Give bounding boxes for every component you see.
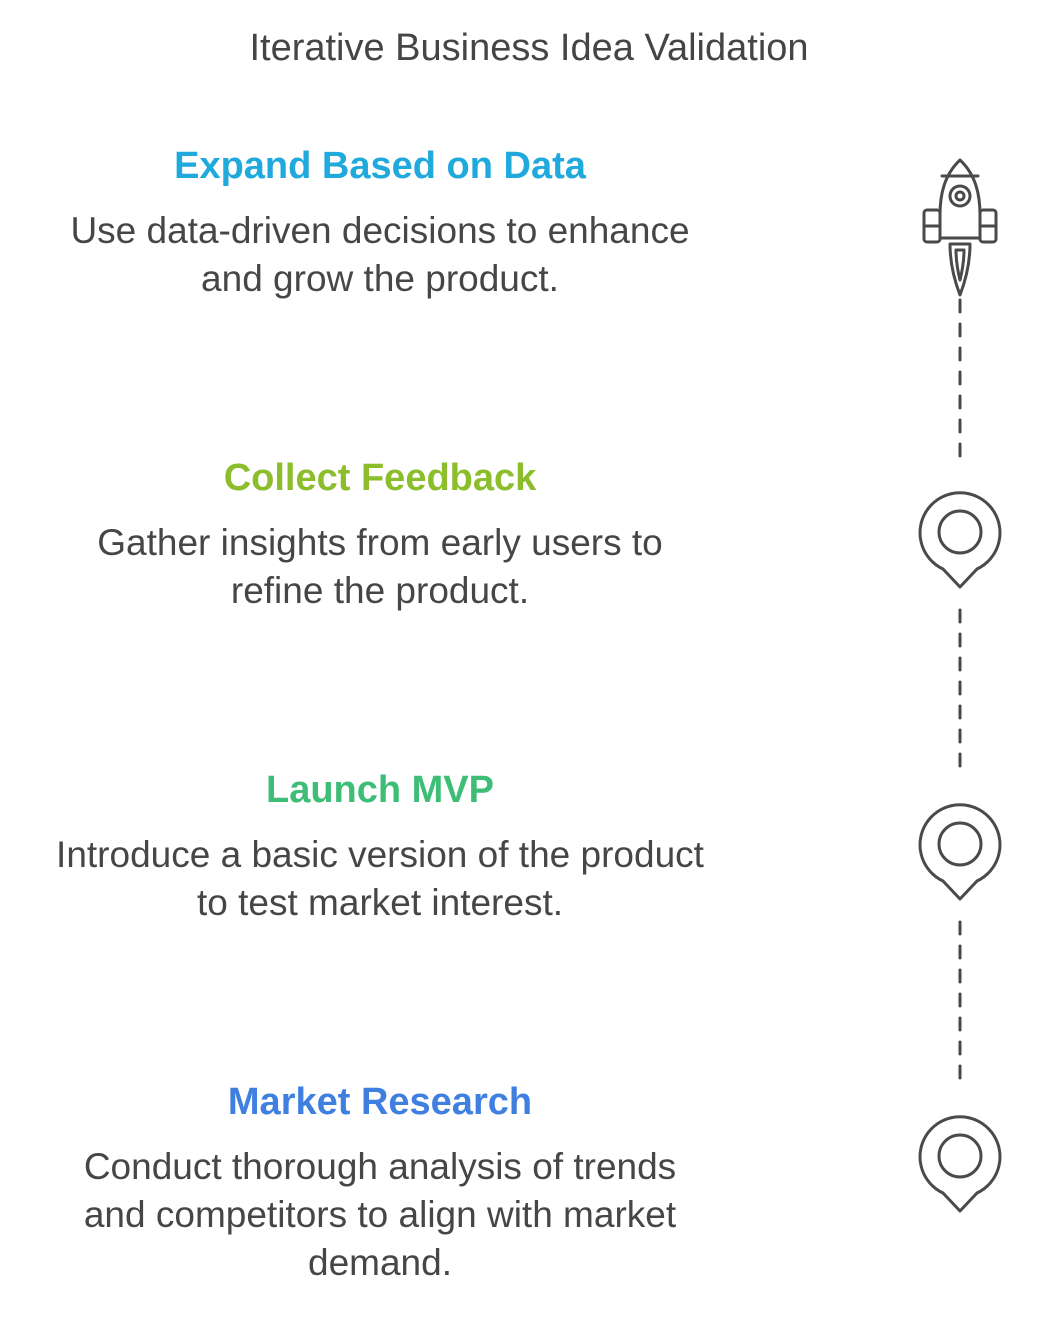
stage-description-line: to test market interest. xyxy=(196,882,564,923)
rocket-icon xyxy=(922,158,998,297)
stage-description: Conduct thorough analysis of trends and … xyxy=(0,1143,760,1287)
stage-description-line: Conduct thorough analysis of trends xyxy=(83,1146,677,1187)
stage-heading: Collect Feedback xyxy=(223,457,537,499)
stage-description-line: and competitors to align with market xyxy=(83,1194,677,1235)
stage-description-line: Introduce a basic version of the product xyxy=(56,834,704,875)
stage-heading: Expand Based on Data xyxy=(174,145,586,187)
stage-description: Introduce a basic version of the product… xyxy=(0,831,760,927)
stage-description: Gather insights from early users to refi… xyxy=(0,519,760,615)
stage-market-research: Market Research Conduct thorough analysi… xyxy=(0,1079,760,1287)
stage-description-line: Gather insights from early users to xyxy=(97,522,663,563)
stage-expand-based-on-data: Expand Based on Data Use data-driven dec… xyxy=(0,143,760,303)
stage-description-line: Use data-driven decisions to enhance xyxy=(70,210,690,251)
map-pin-icon xyxy=(918,491,1002,589)
stage-heading: Launch MVP xyxy=(265,769,495,811)
map-pin-icon xyxy=(918,803,1002,901)
stage-heading: Market Research xyxy=(227,1081,533,1123)
stage-description: Use data-driven decisions to enhance and… xyxy=(0,207,760,303)
stage-launch-mvp: Launch MVP Introduce a basic version of … xyxy=(0,767,760,927)
stage-description-line: refine the product. xyxy=(230,570,530,611)
diagram-title: Iterative Business Idea Validation xyxy=(249,27,809,69)
stage-description-line: demand. xyxy=(308,1242,452,1283)
map-pin-icon xyxy=(918,1115,1002,1213)
stage-description-line: and grow the product. xyxy=(201,258,559,299)
stage-collect-feedback: Collect Feedback Gather insights from ea… xyxy=(0,455,760,615)
